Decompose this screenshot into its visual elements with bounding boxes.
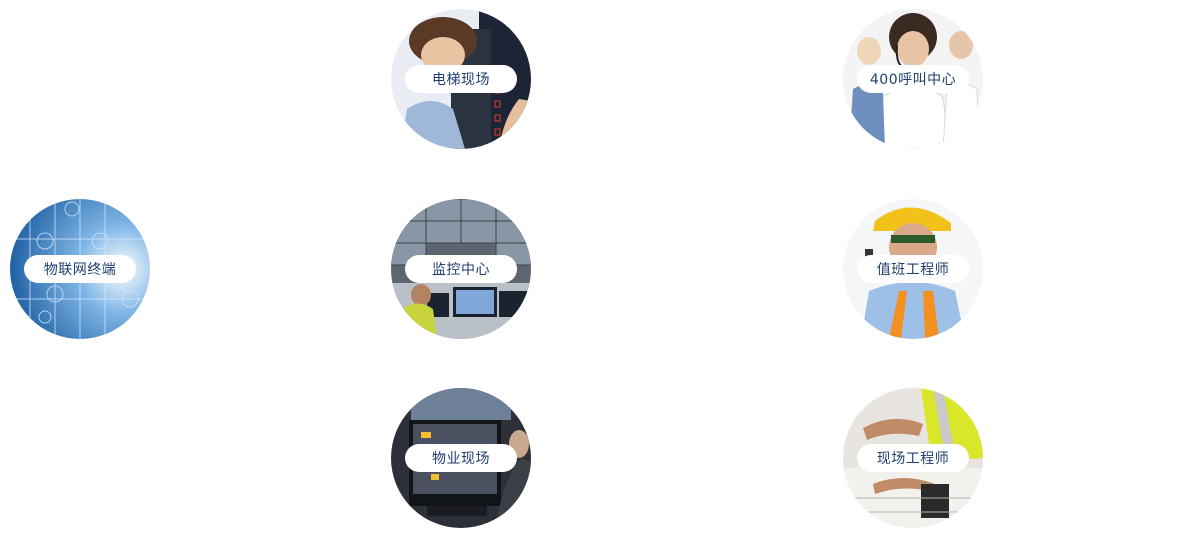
node-elevator-site[interactable]: 电梯现场 bbox=[391, 9, 531, 149]
node-duty-engineer[interactable]: 值班工程师 bbox=[843, 199, 983, 339]
node-label: 电梯现场 bbox=[405, 65, 517, 93]
node-label: 值班工程师 bbox=[857, 255, 969, 283]
node-property-site[interactable]: 物业现场 bbox=[391, 388, 531, 528]
node-call-center[interactable]: 400呼叫中心 bbox=[843, 9, 983, 149]
node-label: 400呼叫中心 bbox=[857, 65, 969, 93]
node-field-engineer[interactable]: 现场工程师 bbox=[843, 388, 983, 528]
node-label: 现场工程师 bbox=[857, 444, 969, 472]
node-iot-terminal[interactable]: 物联网终端 bbox=[10, 199, 150, 339]
node-monitoring-center[interactable]: 监控中心 bbox=[391, 199, 531, 339]
node-label: 物联网终端 bbox=[24, 255, 136, 283]
node-label: 物业现场 bbox=[405, 444, 517, 472]
node-label: 监控中心 bbox=[405, 255, 517, 283]
